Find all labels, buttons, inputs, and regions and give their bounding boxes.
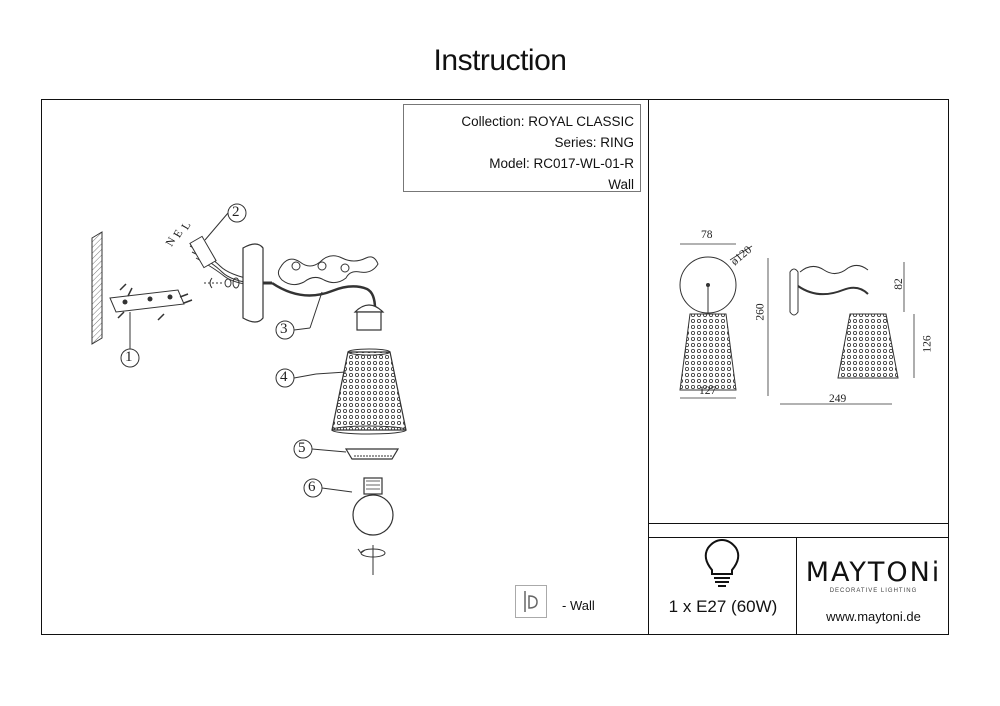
callout-5: 5: [298, 440, 306, 456]
wall-surface: [91, 231, 103, 345]
callout-6: 6: [308, 479, 316, 495]
wall-legend-label: - Wall: [562, 598, 595, 613]
canopy: [242, 243, 272, 323]
callout-1: 1: [125, 349, 133, 365]
dim-126: 126: [921, 335, 934, 353]
brand-logo: MAYTONi: [805, 557, 942, 588]
callout-6-marker: [303, 478, 353, 498]
frame-divider-vertical: [648, 99, 649, 635]
bulb-spec: 1 x E27 (60W): [668, 597, 778, 616]
dim-249: 249: [829, 393, 847, 405]
rotation-arrow: [357, 545, 386, 575]
drawing-frame: [41, 99, 949, 635]
model-text: Model: RC017-WL-01-R: [489, 156, 634, 171]
callout-3: 3: [280, 321, 288, 337]
type-text: Wall: [608, 177, 634, 192]
front-view: [679, 243, 753, 399]
footer-divider: [796, 537, 797, 635]
brand-website: www.maytoni.de: [826, 609, 921, 624]
callout-5-marker: [293, 439, 347, 459]
callout-1-marker: [120, 312, 140, 368]
decorative-arm: [271, 255, 379, 310]
mounting-bracket: [109, 283, 193, 321]
wall-mount-icon: [515, 585, 547, 618]
dim-78: 78: [701, 229, 713, 241]
lamp-shade: [331, 348, 407, 435]
frame-divider-horizontal: [648, 523, 949, 524]
lightbulb-icon: [704, 538, 740, 587]
callout-4: 4: [280, 369, 288, 385]
model-info-box: Collection: ROYAL CLASSIC Series: RING M…: [403, 104, 641, 192]
small-parts: [204, 277, 240, 289]
series-text: Series: RING: [554, 135, 634, 150]
frame-divider-horizontal-2: [648, 537, 949, 538]
light-bulb: [352, 477, 394, 536]
page-title: Instruction: [433, 44, 567, 77]
dim-260: 260: [754, 303, 767, 321]
brand-tagline: DECORATIVE LIGHTING: [829, 588, 918, 594]
callout-2: 2: [232, 204, 240, 220]
collection-text: Collection: ROYAL CLASSIC: [461, 114, 634, 129]
dim-127: 127: [699, 385, 717, 397]
dim-82: 82: [892, 278, 905, 290]
callout-3-marker: [275, 291, 323, 340]
lamp-holder: [353, 304, 385, 331]
callout-2-marker: [204, 203, 247, 241]
shade-ring: [344, 448, 400, 460]
side-view: [767, 258, 915, 405]
callout-4-marker: [275, 368, 347, 388]
